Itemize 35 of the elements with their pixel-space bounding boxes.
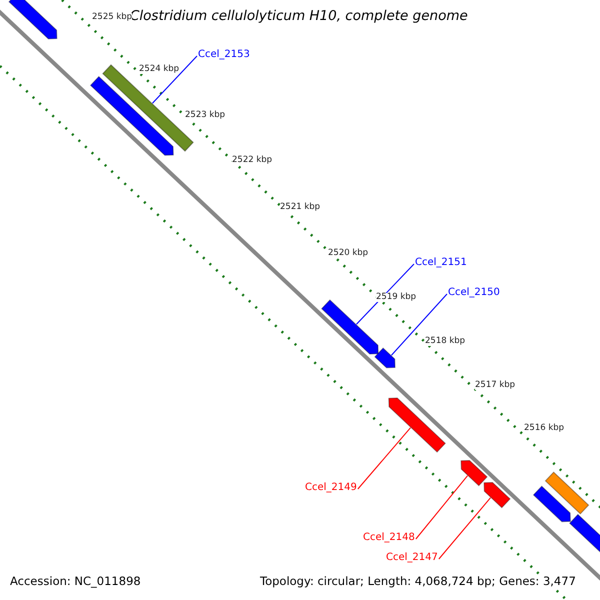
gene-feature xyxy=(90,76,174,156)
gene-label: Ccel_2150 xyxy=(448,288,500,298)
leader-line xyxy=(357,427,412,490)
scale-label: 2523 kbp xyxy=(185,111,226,120)
leader-line xyxy=(152,56,198,104)
scale-label: 2522 kbp xyxy=(232,156,272,164)
gene-feature xyxy=(532,486,571,522)
gene-feature xyxy=(484,482,511,508)
scale-label: 2519 kbp xyxy=(376,293,416,302)
gene-bar xyxy=(544,471,590,515)
gene-label: Ccel_2147 xyxy=(386,553,438,563)
scale-label: 2524 kbp xyxy=(139,65,180,74)
scale-label: 2517 kbp xyxy=(475,381,516,390)
gene-feature xyxy=(320,299,379,354)
gene-feature xyxy=(460,460,488,486)
leader-line xyxy=(438,497,492,560)
footer-text: Topology: circular; Length: 4,068,724 bp; Genes: 3,477 xyxy=(260,576,576,588)
footer-text: Accession: NC_011898 xyxy=(10,576,141,588)
gene-label: Ccel_2149 xyxy=(305,483,357,493)
diagram-title: Clostridium cellulolyticum H10, complete genome xyxy=(130,10,468,24)
gene-label: Ccel_2153 xyxy=(198,50,250,60)
leader-line xyxy=(356,264,414,325)
gene-feature xyxy=(8,0,58,40)
scale-label: 2520 kbp xyxy=(328,249,368,258)
gene-feature xyxy=(374,347,396,368)
gene-label: Ccel_2151 xyxy=(415,258,467,268)
scale-label: 2525 kbp xyxy=(92,13,132,22)
leader-line xyxy=(390,294,448,356)
scale-label: 2518 kbp xyxy=(425,337,466,346)
scale-label: 2521 kbp xyxy=(280,203,320,212)
gene-label: Ccel_2148 xyxy=(363,533,415,543)
gene-feature xyxy=(568,514,600,554)
scale-label: 2516 kbp xyxy=(524,424,564,432)
gene-feature xyxy=(388,398,446,453)
leader-line xyxy=(415,475,468,540)
